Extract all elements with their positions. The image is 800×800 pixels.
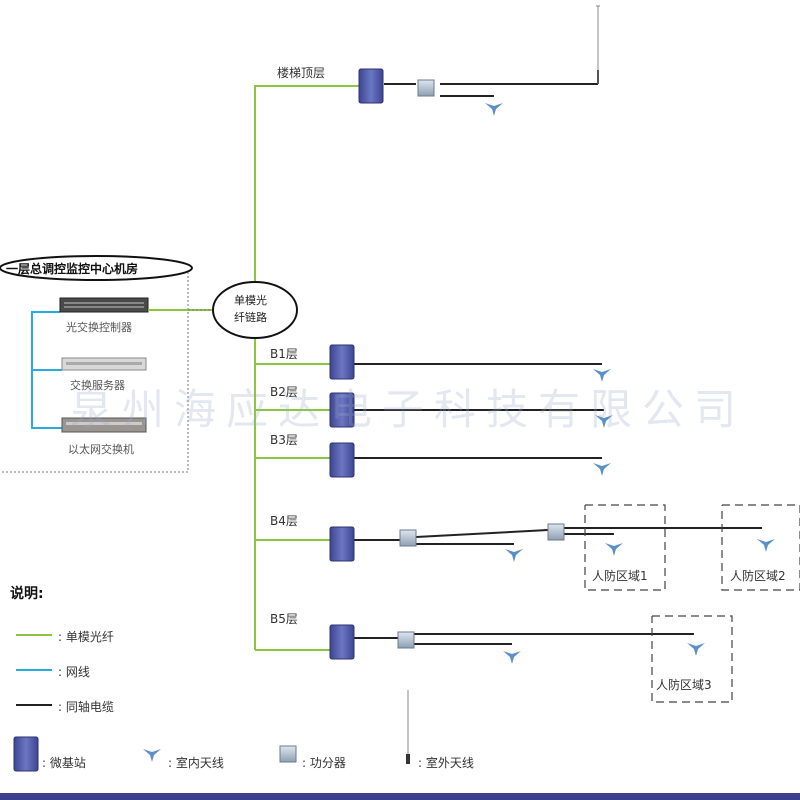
bottom-border <box>0 793 800 800</box>
legend-fiber-label: : 单模光纤 <box>58 630 114 644</box>
switching-server-icon <box>61 357 147 371</box>
legend-base-station-label: : 微基站 <box>42 756 86 770</box>
power-splitter-icon <box>397 631 415 649</box>
ethernet-switch-icon <box>61 417 147 433</box>
base-station-icon <box>329 442 355 478</box>
floor-label-b5: B5层 <box>270 612 298 626</box>
indoor-antenna-icon <box>593 463 611 476</box>
indoor-antenna-icon <box>687 643 705 656</box>
civil-defense-zones <box>584 504 800 703</box>
floor-label-b1: B1层 <box>270 347 298 361</box>
coax-links <box>354 70 762 645</box>
fiber-links <box>148 85 360 651</box>
legend-outdoor-antenna-label: : 室外天线 <box>418 756 474 770</box>
control-room-boundary <box>0 265 189 473</box>
floor-label-b4: B4层 <box>270 514 298 528</box>
floor-label-b2: B2层 <box>270 385 298 399</box>
control-room-title-frame <box>0 255 193 281</box>
indoor-antenna-icon <box>757 539 775 552</box>
fiber-splitter-label-line1: 单模光 <box>234 294 267 307</box>
indoor-antenna-icon <box>605 543 623 556</box>
floor-label-b3: B3层 <box>270 433 298 447</box>
power-splitter-icon <box>399 529 417 547</box>
legend-graphics <box>13 634 410 772</box>
legend-ethernet-label: : 网线 <box>58 665 90 679</box>
floor-label-top: 楼梯顶层 <box>277 66 326 80</box>
indoor-antenna-icon <box>505 549 523 562</box>
device-label-ethernet-switch: 以太网交换机 <box>68 443 134 456</box>
zone-label-3: 人防区域3 <box>656 678 712 692</box>
legend-coax-label: : 同轴电缆 <box>58 700 114 714</box>
power-splitter-icon <box>547 523 565 541</box>
device-label-switch-server: 交换服务器 <box>70 379 125 392</box>
power-splitter-icon <box>279 745 297 763</box>
legend-indoor-antenna-label: : 室内天线 <box>168 756 224 770</box>
device-label-optical-switch: 光交换控制器 <box>66 321 132 334</box>
base-station-icon <box>329 526 355 562</box>
ethernet-links <box>31 311 62 429</box>
indoor-antenna-icon <box>143 749 161 762</box>
indoor-antenna-icon <box>503 651 521 664</box>
fiber-splitter-label-line2: 纤链路 <box>234 311 267 324</box>
base-station-icon <box>329 344 355 380</box>
legend-power-splitter-label: : 功分器 <box>302 756 346 770</box>
power-splitter-icon <box>417 79 435 97</box>
fiber-splitter-node <box>212 281 298 339</box>
watermark-text: 泉州海应达电子科技有限公司 <box>70 385 747 434</box>
zone-label-1: 人防区域1 <box>592 569 648 583</box>
control-room-title: 一层总调控监控中心机房 <box>6 262 139 276</box>
zone-label-2: 人防区域2 <box>730 569 786 583</box>
legend-title: 说明: <box>10 586 44 602</box>
optical-switch-controller-icon <box>59 297 149 313</box>
indoor-antenna-icon <box>485 103 503 116</box>
base-station-icon <box>358 68 384 104</box>
base-station-icon <box>13 736 39 772</box>
base-station-icon <box>329 624 355 660</box>
